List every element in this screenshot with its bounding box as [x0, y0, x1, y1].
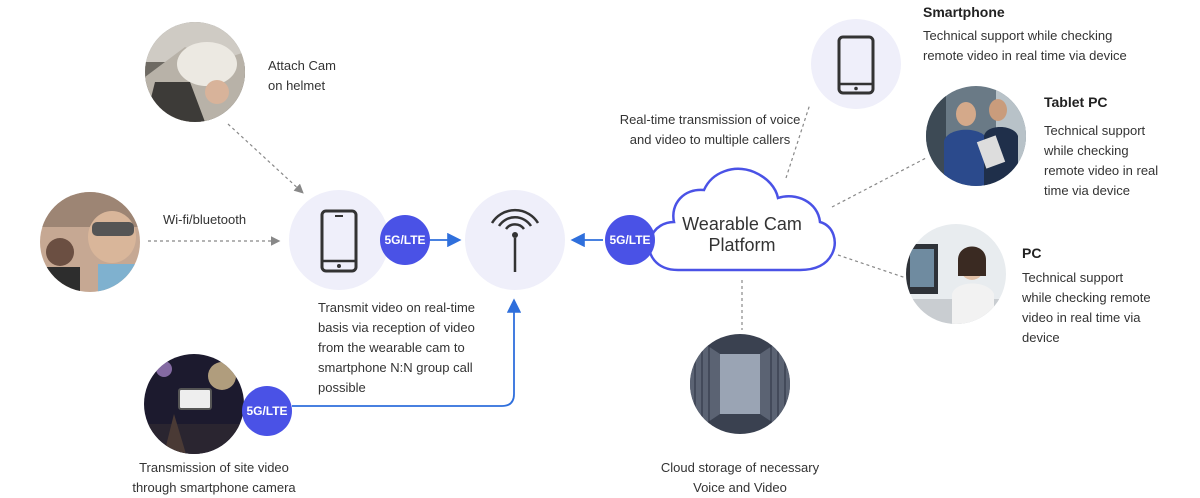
- pc-photo: [906, 224, 1006, 324]
- cloud-icon: [647, 167, 836, 272]
- tablet-description: Technical support while checking remote …: [1044, 123, 1159, 198]
- pc-title: PC: [1022, 245, 1042, 261]
- smartphone-node: [289, 190, 389, 290]
- dotted-line-smartphone: [785, 103, 811, 179]
- lte-badge-site: 5G/LTE: [242, 386, 292, 436]
- transmit-description: Transmit video on real-time basis via re…: [318, 300, 476, 395]
- smartphone-client-node: [811, 19, 901, 109]
- dotted-line-pc: [837, 254, 907, 279]
- antenna-node: [465, 190, 565, 290]
- attach-cam-label: Attach Cam on helmet: [268, 58, 336, 93]
- wifi-bluetooth-label: Wi-fi/bluetooth: [163, 212, 247, 227]
- platform-label: Wearable Cam Platform: [682, 214, 802, 255]
- blue-path-site-video: [292, 298, 522, 407]
- tablet-title: Tablet PC: [1044, 94, 1108, 110]
- helmet-cam-photo: [145, 22, 245, 122]
- smartphone-description: Technical support while checking remote …: [923, 28, 1127, 63]
- tablet-pc-photo: [926, 86, 1026, 186]
- smartphone-icon: [837, 35, 875, 95]
- smartphone-title: Smartphone: [923, 4, 1005, 20]
- server-storage-photo: [690, 334, 790, 434]
- dotted-line-tablet: [831, 157, 927, 208]
- site-video-photo: [144, 354, 244, 454]
- smart-glasses-photo: [40, 192, 140, 292]
- cloud-storage-label: Cloud storage of necessary Voice and Vid…: [660, 460, 820, 495]
- lte-badge-cloud: 5G/LTE: [605, 215, 655, 265]
- pc-description: Technical support while checking remote …: [1022, 270, 1151, 345]
- antenna-icon: [490, 208, 540, 272]
- lte-badge-phone: 5G/LTE: [380, 215, 430, 265]
- smartphone-icon: [320, 209, 358, 273]
- dotted-arrow-helmet: [227, 123, 304, 194]
- site-video-label: Transmission of site video through smart…: [132, 460, 296, 495]
- realtime-description: Real-time transmission of voice and vide…: [619, 112, 801, 147]
